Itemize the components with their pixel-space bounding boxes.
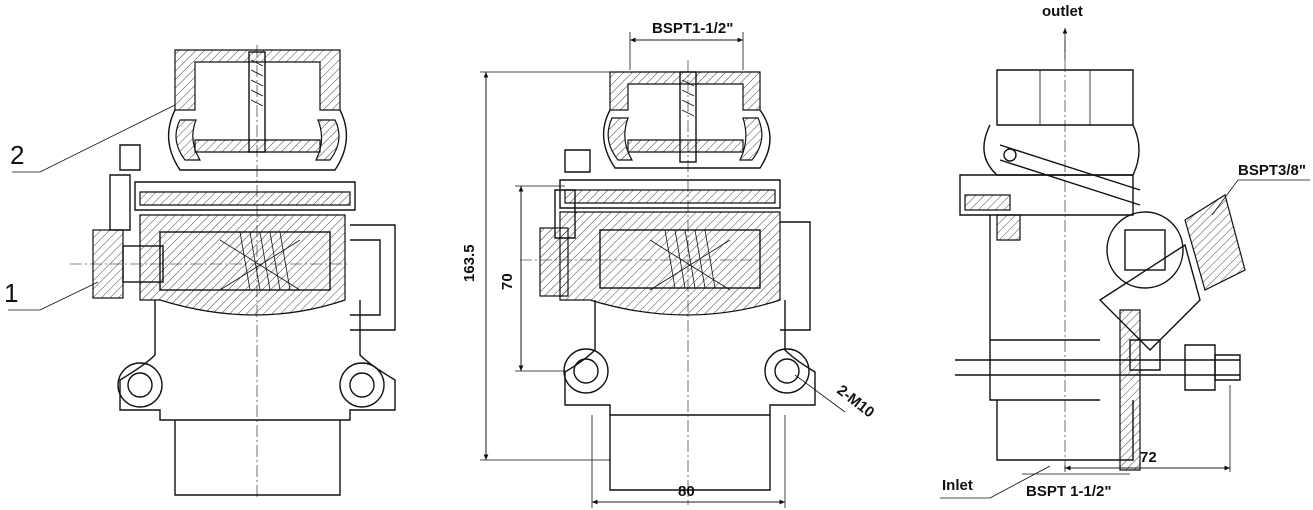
dim-port-thread: BSPT3/8"	[1238, 162, 1306, 179]
label-outlet: outlet	[1042, 3, 1083, 20]
dim-top-thread: BSPT1-1/2"	[652, 20, 733, 37]
dim-offset: 72	[1140, 449, 1157, 466]
callout-1: 1	[4, 278, 18, 308]
middle-view: BSPT1-1/2" 163.5 70 80 2-M10	[461, 20, 878, 508]
dim-bolt-span: 70	[499, 273, 516, 290]
right-view: outlet 72	[940, 3, 1310, 500]
left-view: 2 1	[4, 45, 396, 500]
callout-2: 2	[10, 140, 24, 170]
dim-height: 163.5	[461, 244, 478, 282]
dim-inlet-thread: BSPT 1-1/2"	[1026, 483, 1111, 500]
dim-width: 80	[678, 483, 695, 500]
label-inlet: Inlet	[942, 477, 973, 494]
dim-bolts: 2-M10	[834, 382, 878, 422]
